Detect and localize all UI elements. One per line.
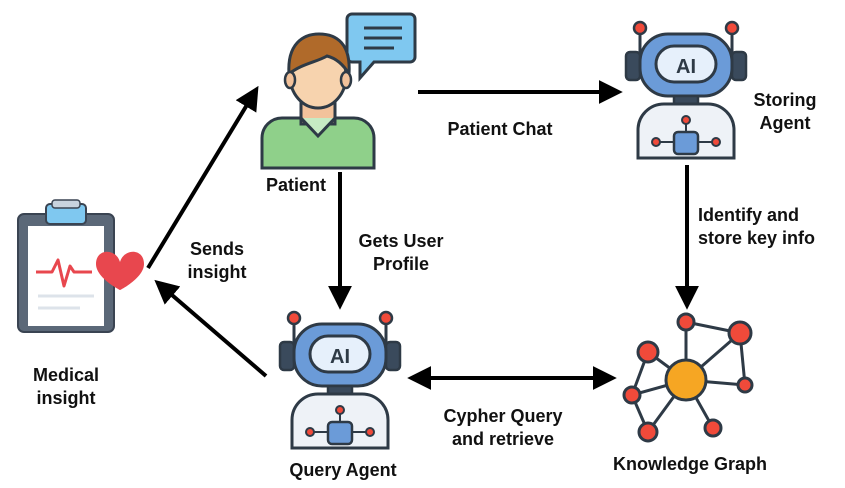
edge-label-patient-chat: Patient Chat	[447, 119, 553, 139]
edge-label-cypher-line1: Cypher Query	[443, 406, 563, 426]
arrow-query-to-insight	[154, 279, 268, 378]
ai-badge-text: AI	[676, 56, 696, 78]
edge-label-gets-profile: Gets User Profile	[346, 230, 456, 276]
edge-label-cypher: Cypher Query and retrieve	[428, 405, 578, 451]
patient-icon	[260, 12, 417, 170]
knowledge-graph-label: Knowledge Graph	[612, 454, 767, 474]
storing-agent-label-line1: Storing	[753, 90, 817, 110]
medical-insight-label-line2: insight	[36, 388, 96, 408]
network-graph-icon	[622, 312, 754, 443]
medical-insight-label: Medical insight	[8, 364, 124, 410]
edge-label-gets-profile-line2: Profile	[372, 254, 429, 274]
arrow-insight-to-patient	[146, 85, 259, 270]
edge-label-sends-insight-line1: Sends	[189, 239, 245, 259]
edge-label-sends-insight: Sends insight	[172, 238, 262, 284]
query-agent-robot-icon: AI	[278, 310, 402, 450]
ai-badge-text: AI	[330, 346, 350, 368]
edge-label-identify-store-line1: Identify and	[698, 205, 800, 225]
edge-label-identify-store: Identify and store key info	[698, 204, 844, 250]
patient-label: Patient	[265, 175, 326, 195]
edge-label-cypher-line2: and retrieve	[451, 429, 555, 449]
arrows	[146, 80, 699, 390]
edge-label-identify-store-line2: store key info	[698, 228, 816, 248]
chat-bubble-icon	[345, 12, 417, 82]
edge-label-sends-insight-line2: insight	[187, 262, 247, 282]
storing-agent-robot-icon: AI	[624, 20, 748, 160]
storing-agent-label: Storing Agent	[742, 89, 828, 135]
medical-insight-label-line1: Medical	[32, 365, 100, 385]
edge-label-gets-profile-line1: Gets User	[358, 231, 444, 251]
clipboard-heart-icon	[17, 199, 144, 333]
query-agent-label: Query Agent	[289, 460, 397, 480]
storing-agent-label-line2: Agent	[759, 113, 811, 133]
